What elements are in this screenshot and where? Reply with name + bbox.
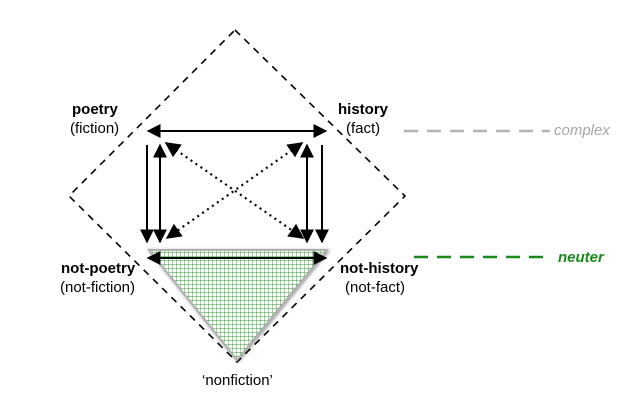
label-fiction: (fiction): [70, 120, 119, 137]
label-history: history: [338, 101, 389, 118]
label-complex: complex: [554, 122, 610, 139]
label-neuter: neuter: [558, 249, 605, 266]
label-poetry: poetry: [72, 101, 119, 118]
dashed-diamond-outline: [67, 28, 407, 364]
label-nonfiction: ‘nonfiction’: [202, 372, 273, 389]
label-not-fact: (not-fact): [345, 279, 405, 296]
nonfiction-hatched-triangle: [146, 249, 330, 362]
label-not-history: not-history: [340, 260, 419, 277]
label-not-fiction: (not-fiction): [60, 279, 135, 296]
label-not-poetry: not-poetry: [61, 260, 136, 277]
label-fact: (fact): [346, 120, 380, 137]
